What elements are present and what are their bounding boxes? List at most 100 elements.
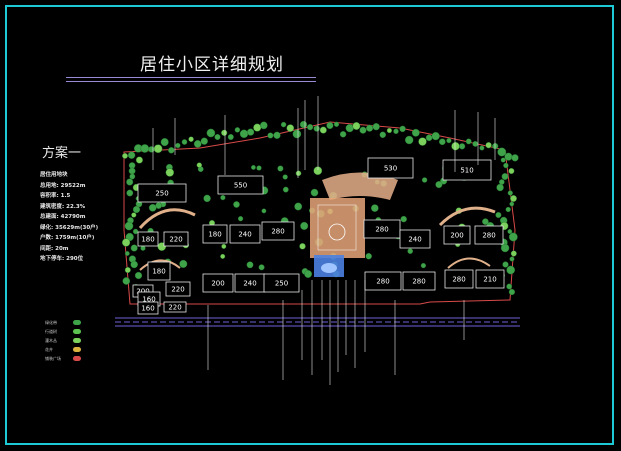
- tree-icon: [509, 256, 515, 262]
- building-18: 200: [202, 273, 234, 293]
- tree-icon: [206, 128, 216, 138]
- tree-icon: [307, 123, 314, 131]
- tree-icon: [203, 194, 211, 203]
- tree-icon: [196, 162, 203, 168]
- building-label: 280: [482, 232, 495, 240]
- tree-icon: [508, 167, 515, 174]
- tree-icon: [400, 215, 407, 223]
- legend-item: 绿化带: [45, 318, 81, 327]
- building-10: 240: [229, 224, 261, 244]
- tree-icon: [333, 121, 340, 127]
- tree-icon: [418, 137, 427, 146]
- tree-icon: [304, 270, 312, 278]
- tree-icon: [352, 122, 361, 130]
- tree-icon: [399, 125, 406, 133]
- site-info-block: 居住用地块 总用地: 29522m 容积率: 1.5 建筑密度: 22.3% 总…: [40, 170, 98, 265]
- tree-icon: [168, 147, 175, 154]
- tree-icon: [250, 164, 256, 170]
- tree-icon: [503, 162, 509, 169]
- tree-icon: [124, 267, 131, 274]
- legend-swatch: [73, 356, 81, 361]
- building-label: 240: [243, 280, 256, 288]
- tree-icon: [482, 218, 489, 225]
- tree-icon: [451, 141, 460, 151]
- tree-icon: [122, 277, 131, 285]
- tree-icon: [153, 144, 163, 153]
- building-label: 510: [460, 167, 473, 175]
- info-line: 容积率: 1.5: [40, 193, 71, 199]
- tree-icon: [446, 138, 452, 144]
- tree-icon: [258, 264, 265, 271]
- tree-icon: [259, 121, 268, 130]
- building-label: 200: [450, 232, 463, 240]
- building-label: 210: [483, 276, 496, 284]
- building-21: 280: [364, 271, 402, 291]
- tree-icon: [132, 228, 139, 235]
- tree-icon: [407, 248, 414, 254]
- legend-label: 灌木丛: [45, 338, 57, 343]
- building-label: 280: [271, 228, 284, 236]
- tree-icon: [286, 124, 295, 132]
- tree-icon: [511, 154, 519, 162]
- tree-icon: [506, 283, 513, 290]
- tree-icon: [326, 121, 334, 129]
- tree-icon: [507, 190, 513, 196]
- title-underline: [66, 77, 316, 78]
- tree-icon: [393, 128, 399, 135]
- legend-swatch: [73, 329, 81, 334]
- building-22: 280: [402, 271, 436, 291]
- tree-icon: [233, 201, 240, 208]
- building-25: 160: [137, 301, 159, 315]
- garden-path: [139, 259, 181, 271]
- legend-item: 铺装广场: [45, 354, 81, 363]
- tree-icon: [188, 136, 194, 142]
- tree-icon: [234, 127, 241, 133]
- tree-icon: [379, 131, 386, 139]
- tree-icon: [175, 142, 181, 149]
- tree-icon: [459, 143, 466, 150]
- tree-icon: [122, 152, 128, 159]
- tree-icon: [214, 133, 221, 140]
- tree-icon: [345, 124, 354, 133]
- building-8: 220: [163, 231, 189, 247]
- tree-icon: [282, 186, 289, 193]
- tree-icon: [246, 261, 254, 269]
- tree-icon: [500, 157, 506, 163]
- legend-label: 绿化带: [45, 320, 57, 325]
- drawing-title: 居住小区详细规划: [140, 55, 284, 75]
- tree-icon: [130, 260, 138, 269]
- tree-icon: [124, 251, 130, 256]
- building-label: 220: [171, 286, 184, 294]
- building-label: 180: [152, 268, 165, 276]
- tree-icon: [129, 173, 136, 180]
- tree-icon: [420, 263, 427, 269]
- building-6: 510: [442, 159, 492, 181]
- garden-path: [138, 208, 196, 229]
- building-label: 160: [141, 305, 154, 313]
- road-lines: [115, 317, 520, 327]
- building-label: 200: [211, 280, 224, 288]
- tree-icon: [181, 139, 188, 145]
- legend-item: 花卉: [45, 345, 81, 354]
- legend-label: 花卉: [45, 347, 53, 352]
- legend-item: 行道树: [45, 327, 81, 336]
- building-19: 240: [234, 273, 266, 293]
- building-26: 220: [163, 301, 187, 313]
- legend-swatch: [73, 320, 81, 325]
- tree-icon: [273, 131, 281, 139]
- tree-icon: [505, 206, 511, 213]
- tree-icon: [510, 250, 517, 257]
- info-line: 绿化: 35629m(30户): [40, 224, 99, 231]
- building-label: 280: [412, 278, 425, 286]
- tree-icon: [509, 201, 515, 207]
- building-label: 530: [384, 165, 397, 173]
- tree-icon: [504, 152, 513, 161]
- building-label: 250: [275, 280, 288, 288]
- tree-icon: [124, 221, 134, 231]
- building-label: 180: [141, 236, 154, 244]
- building-label: 280: [376, 278, 389, 286]
- tree-icon: [495, 211, 502, 218]
- tree-icon: [310, 188, 319, 197]
